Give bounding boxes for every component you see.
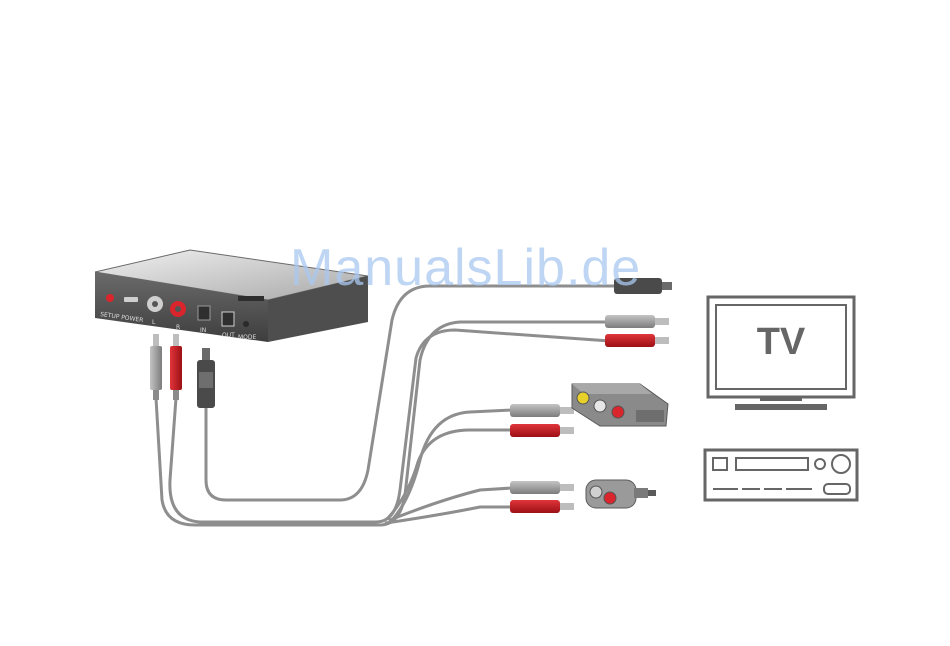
- rca-to-jack-adapter: [586, 480, 656, 508]
- optical-plug-device: [197, 348, 215, 408]
- rca-plug-grey-device: [150, 334, 162, 400]
- label-out: OUT: [222, 332, 235, 339]
- tv-label: TV: [757, 321, 806, 363]
- optical-out-port: [222, 312, 234, 326]
- rca-pair-bottom: [510, 481, 574, 513]
- label-right: R: [176, 324, 180, 331]
- optical-in-port: [198, 306, 210, 320]
- optical-plug-right: [614, 278, 672, 294]
- label-mode: MODE: [238, 334, 257, 341]
- rca-pair-top: [605, 315, 669, 347]
- scart-adapter: [572, 384, 668, 426]
- converter-device: SETUP POWER L R IN OUT MODE: [95, 250, 368, 342]
- receiver-icon: [705, 450, 857, 500]
- rca-pair-scart: [510, 404, 574, 437]
- usb-port: [124, 297, 138, 302]
- mode-button: [243, 321, 249, 327]
- power-led: [106, 294, 114, 302]
- label-in: IN: [200, 327, 206, 334]
- rca-branch-scart-grey: [392, 410, 512, 520]
- rca-cable-grey: [156, 322, 610, 525]
- rca-plug-red-device: [170, 334, 182, 400]
